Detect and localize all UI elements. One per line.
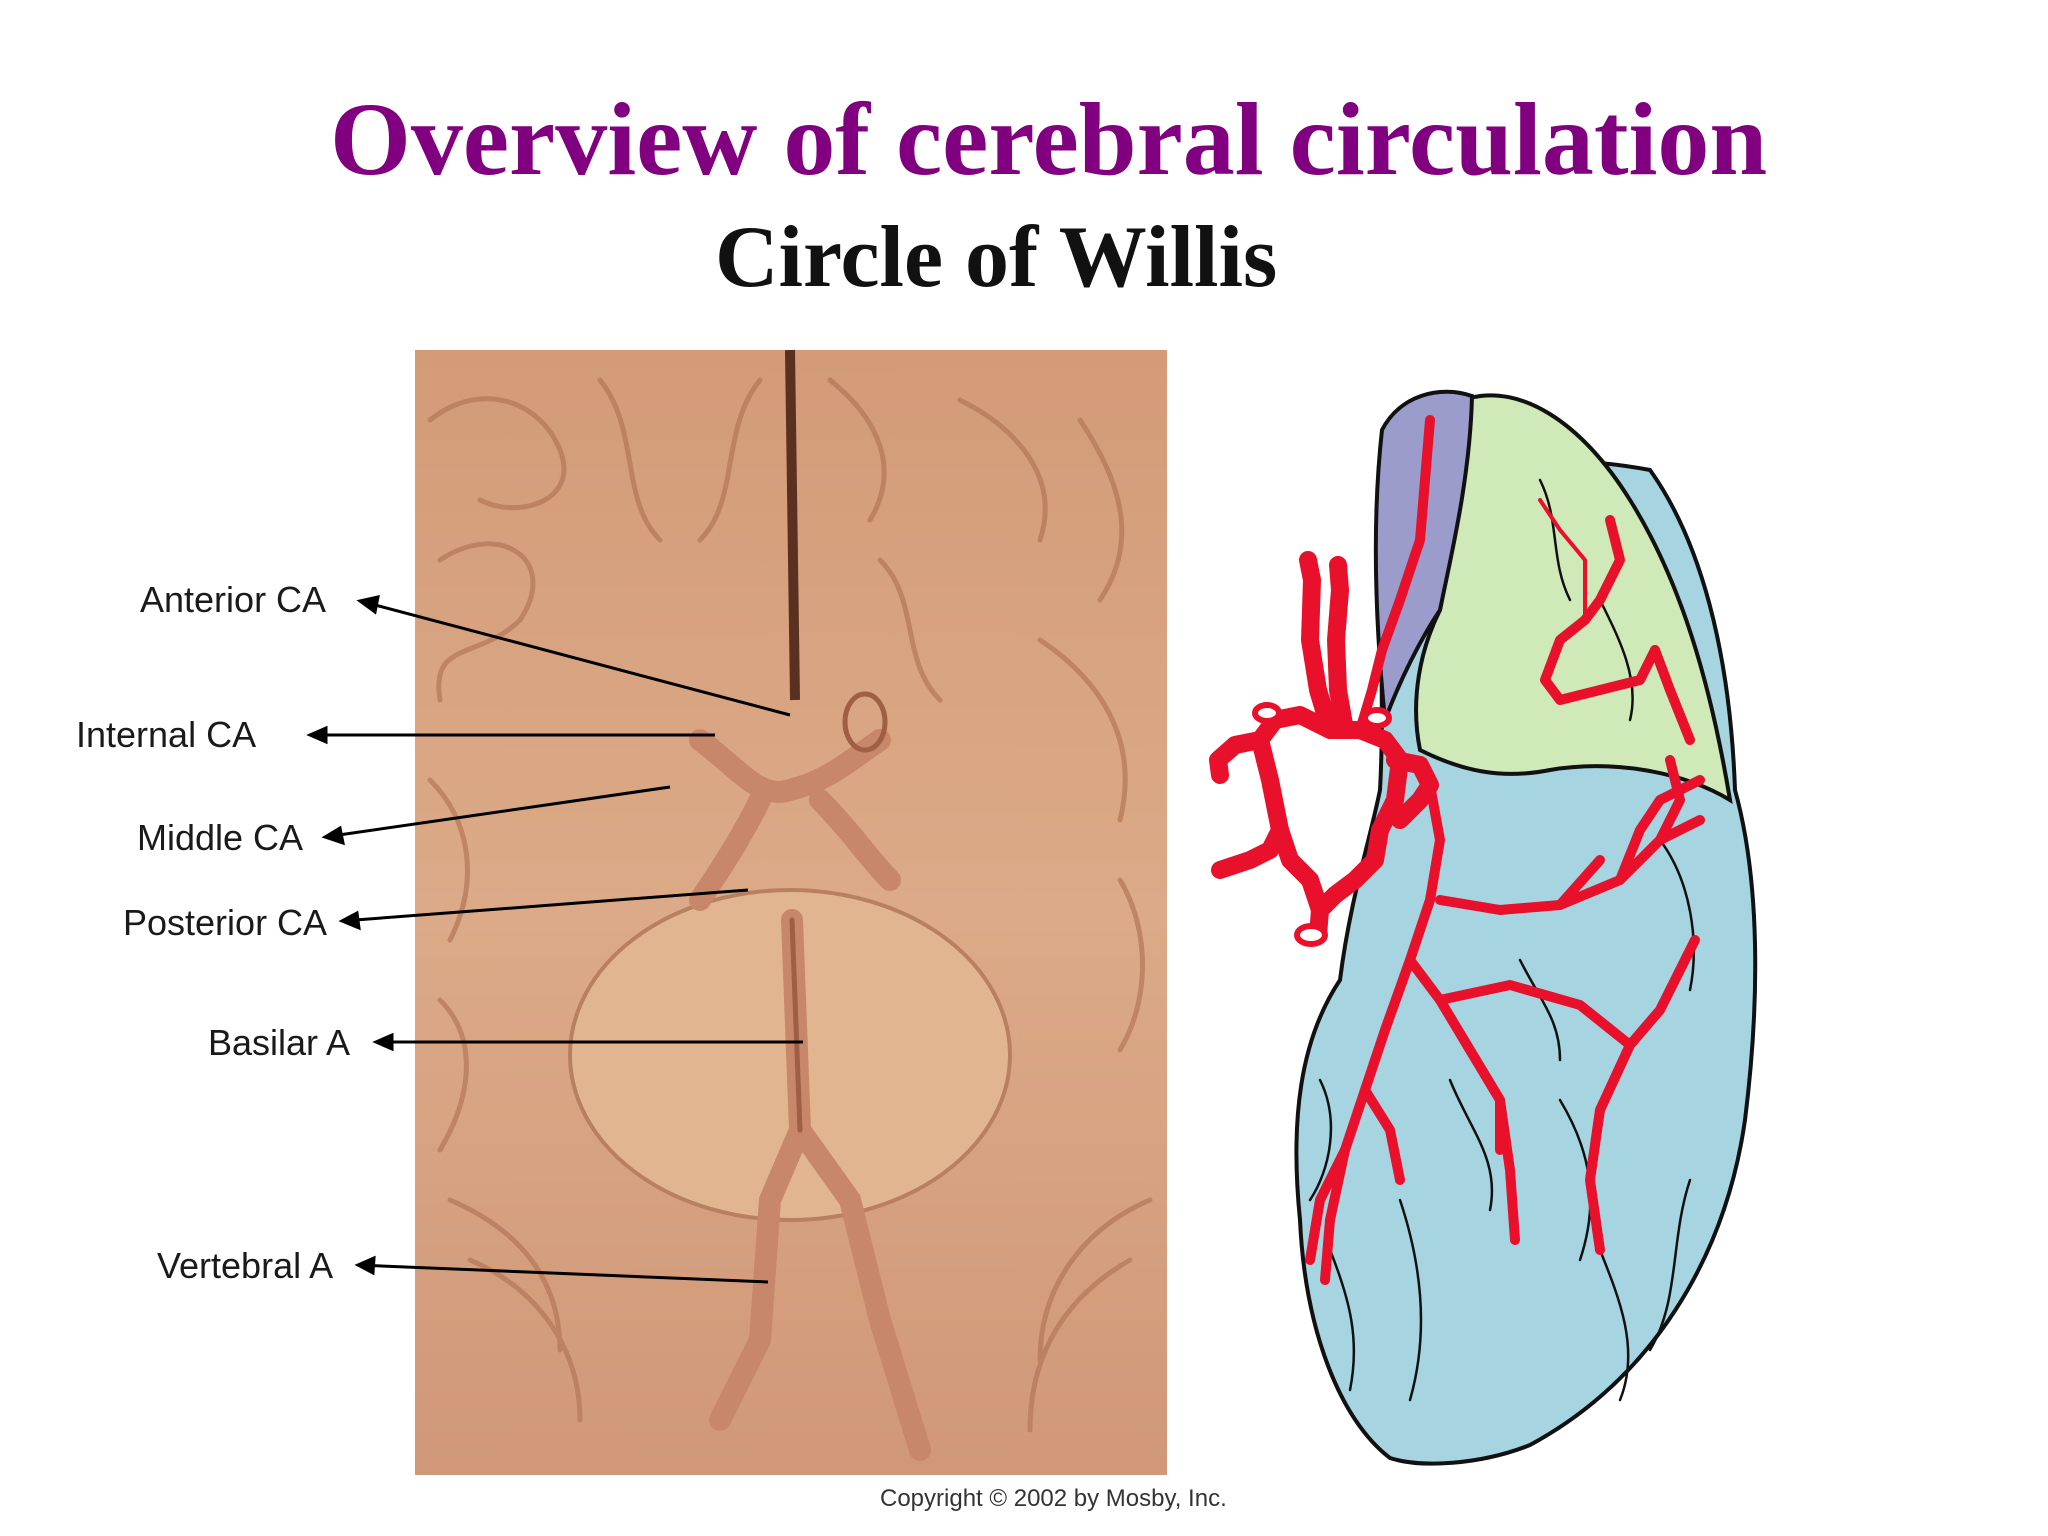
copyright-notice: Copyright © 2002 by Mosby, Inc.	[880, 1485, 1227, 1512]
slide-subtitle: Circle of Willis	[715, 209, 1278, 306]
anterior-territory	[1373, 389, 1475, 721]
leader-lines	[306, 595, 803, 1284]
label-vertebral-a: Vertebral A	[157, 1245, 334, 1286]
label-posterior-ca: Posterior CA	[123, 902, 328, 943]
label-basilar-a: Basilar A	[208, 1022, 351, 1063]
slide-title: Overview of cerebral circulation	[330, 82, 1768, 197]
brain-dissection-photo	[415, 349, 1167, 1475]
label-internal-ca: Internal CA	[76, 714, 257, 755]
hemisphere-diagram	[1209, 389, 1758, 1466]
label-middle-ca: Middle CA	[137, 817, 304, 858]
label-anterior-ca: Anterior CA	[140, 579, 327, 620]
